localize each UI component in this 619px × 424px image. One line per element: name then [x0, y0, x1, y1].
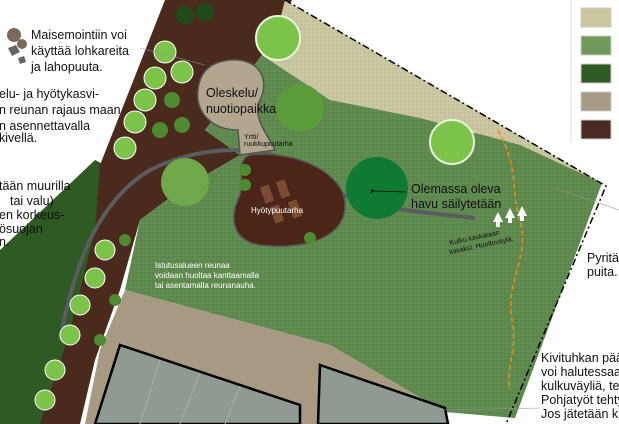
boulder-icon	[7, 28, 27, 64]
legend	[580, 7, 612, 140]
legend-swatch-bark	[580, 119, 612, 140]
herb-garden-label: Yrtti/ruukkupuutarha	[244, 134, 293, 148]
planting-bed	[40, 0, 292, 424]
kitchen-garden-bed	[233, 153, 346, 247]
patio-label: Oleskelu/nuotiopaikka	[206, 86, 276, 116]
orange-boundary	[497, 129, 524, 391]
slope-arrows-icon	[493, 206, 527, 227]
legend-swatch-paving	[580, 91, 612, 112]
legend-swatch-dark-lawn	[580, 63, 612, 84]
legend-swatch-gravel-lawn	[580, 7, 612, 28]
building-wing	[316, 363, 450, 424]
dark-lawn-area	[0, 160, 125, 424]
patio	[196, 59, 277, 156]
legend-swatch-lawn	[580, 35, 612, 56]
existing-conifer	[346, 157, 408, 219]
plants	[34, 3, 475, 411]
plot-boundary	[284, 0, 607, 424]
kitchen-garden-label: Hyötypuutarha	[251, 206, 304, 215]
